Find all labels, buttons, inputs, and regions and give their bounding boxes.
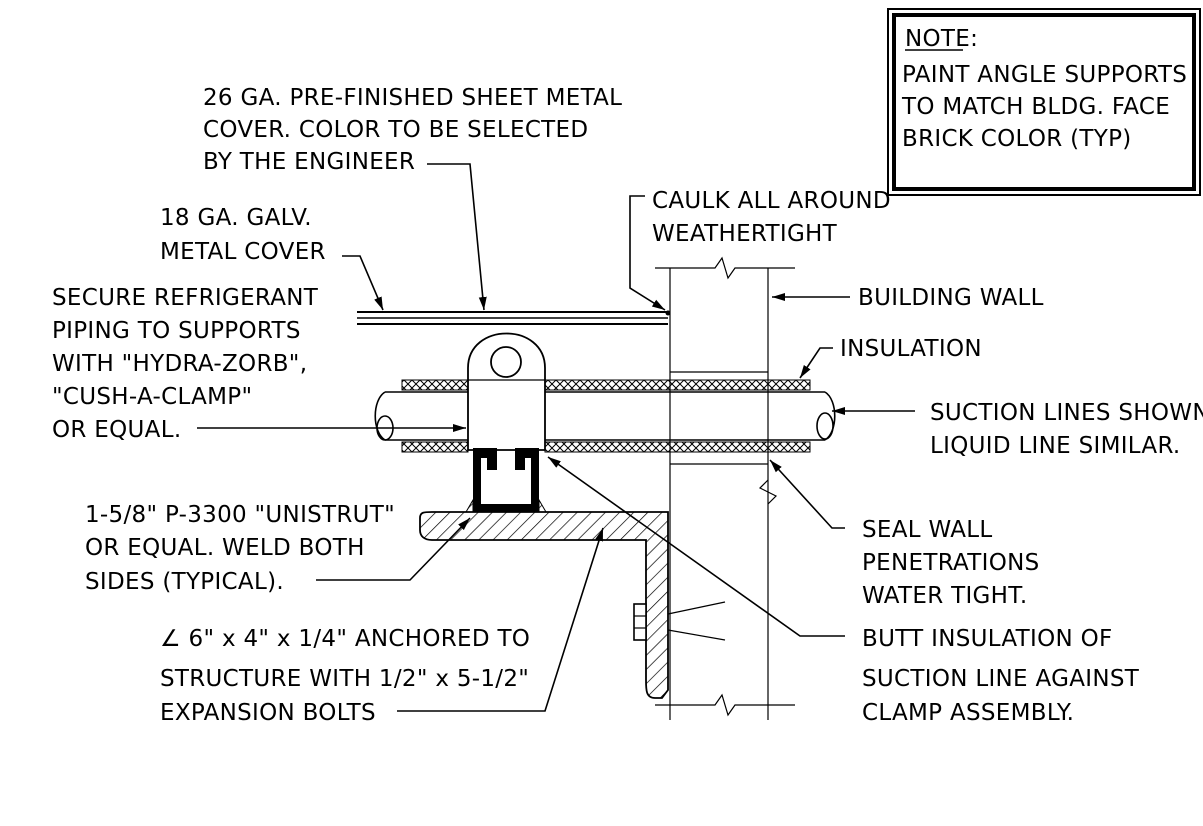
label-caulk-1: CAULK ALL AROUND bbox=[652, 188, 891, 214]
leader-lines bbox=[197, 163, 915, 712]
note-line-2: TO MATCH BLDG. FACE bbox=[901, 94, 1170, 120]
note-box: NOTE: PAINT ANGLE SUPPORTS TO MATCH BLDG… bbox=[887, 8, 1201, 196]
label-caulk-2: WEATHERTIGHT bbox=[652, 221, 838, 247]
label-secure-5: OR EQUAL. bbox=[52, 417, 181, 443]
label-sheet-metal-3: BY THE ENGINEER bbox=[203, 149, 415, 175]
pipe-clamp bbox=[467, 332, 546, 451]
label-angle-1: ∠ 6" x 4" x 1/4" ANCHORED TO bbox=[160, 626, 530, 652]
note-line-1: PAINT ANGLE SUPPORTS bbox=[902, 62, 1187, 88]
callout-labels: 26 GA. PRE-FINISHED SHEET METAL COVER. C… bbox=[52, 85, 1203, 726]
label-unistrut-1: 1-5/8" P-3300 "UNISTRUT" bbox=[85, 502, 395, 528]
label-secure-1: SECURE REFRIGERANT bbox=[52, 285, 319, 311]
label-seal-1: SEAL WALL bbox=[862, 517, 993, 543]
label-unistrut-3: SIDES (TYPICAL). bbox=[85, 569, 284, 595]
label-unistrut-2: OR EQUAL. WELD BOTH bbox=[85, 535, 365, 561]
label-butt-2: SUCTION LINE AGAINST bbox=[862, 666, 1140, 692]
label-angle-3: EXPANSION BOLTS bbox=[160, 700, 376, 726]
label-angle-2: STRUCTURE WITH 1/2" x 5-1/2" bbox=[160, 666, 529, 692]
label-sheet-metal-2: COVER. COLOR TO BE SELECTED bbox=[203, 117, 588, 143]
label-building-wall: BUILDING WALL bbox=[858, 285, 1044, 311]
pipe-insulation bbox=[401, 379, 811, 453]
label-butt-1: BUTT INSULATION OF bbox=[862, 626, 1113, 652]
note-heading: NOTE: bbox=[905, 26, 978, 52]
label-galv-1: 18 GA. GALV. bbox=[160, 205, 312, 231]
steel-angle-support bbox=[419, 511, 669, 699]
label-secure-4: "CUSH-A-CLAMP" bbox=[52, 384, 252, 410]
label-seal-3: WATER TIGHT. bbox=[862, 583, 1028, 609]
label-secure-2: PIPING TO SUPPORTS bbox=[52, 318, 301, 344]
building-wall bbox=[655, 256, 795, 720]
metal-covers bbox=[357, 310, 671, 325]
label-seal-2: PENETRATIONS bbox=[862, 550, 1040, 576]
note-line-3: BRICK COLOR (TYP) bbox=[902, 126, 1132, 152]
label-galv-2: METAL COVER bbox=[160, 239, 326, 265]
expansion-bolt bbox=[633, 601, 726, 641]
label-suction-2: LIQUID LINE SIMILAR. bbox=[930, 433, 1181, 459]
label-butt-3: CLAMP ASSEMBLY. bbox=[862, 700, 1074, 726]
suction-pipe bbox=[374, 391, 836, 441]
label-sheet-metal-1: 26 GA. PRE-FINISHED SHEET METAL bbox=[203, 85, 622, 111]
unistrut-channel bbox=[465, 448, 547, 513]
label-suction-1: SUCTION LINES SHOWN. bbox=[930, 400, 1203, 426]
label-secure-3: WITH "HYDRA-ZORB", bbox=[52, 351, 307, 377]
label-insulation: INSULATION bbox=[840, 336, 982, 362]
